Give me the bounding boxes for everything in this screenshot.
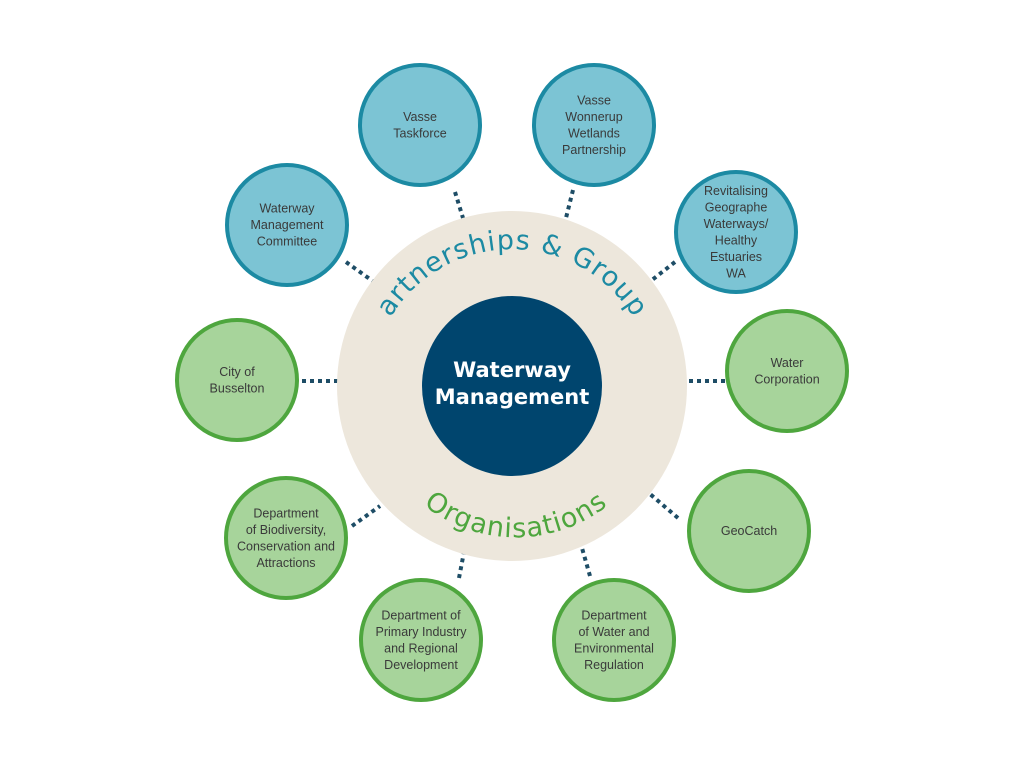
- connector-vasse-taskforce: [453, 191, 465, 219]
- node-label-line: Development: [384, 658, 458, 672]
- node-label-line: City of: [219, 365, 255, 379]
- node-label-line: Management: [251, 218, 324, 232]
- node-circle-department-primary-industry: [359, 578, 483, 702]
- node-group: WaterwayManagementCommitteeVasseTaskforc…: [175, 63, 849, 702]
- node-geocatch: GeoCatch: [687, 469, 811, 593]
- node-label-line: Department: [253, 506, 319, 520]
- node-circle-revitalising-geographe-waterways: [674, 170, 798, 294]
- node-circle-waterway-management-committee: [225, 163, 349, 287]
- node-label-line: Conservation and: [237, 539, 335, 553]
- node-label-line: Regulation: [584, 658, 644, 672]
- connector-department-water-environmental: [580, 547, 592, 577]
- center-circle: [422, 296, 602, 476]
- node-label-line: Water: [771, 356, 804, 370]
- node-label-line: Department: [581, 608, 647, 622]
- node-label-line: Wetlands: [568, 126, 620, 140]
- node-label-line: Geographe: [705, 200, 768, 214]
- node-department-biodiversity: Department of Biodiversity, Conservation a…: [224, 476, 348, 600]
- connector-waterway-management-committee: [344, 260, 376, 284]
- node-department-water-environmental: Department of Water andEnvironmentalRegul…: [552, 578, 676, 702]
- node-label-line: Wonnerup: [565, 110, 622, 124]
- node-label-line: Committee: [257, 235, 317, 249]
- node-label-line: Taskforce: [393, 126, 447, 140]
- node-circle-geocatch: [687, 469, 811, 593]
- node-label-line: Environmental: [574, 641, 654, 655]
- node-label-line: Busselton: [210, 381, 265, 395]
- node-label-line: of Biodiversity,: [246, 523, 326, 537]
- node-label-line: Waterways/: [704, 217, 769, 231]
- node-city-of-busselton: City of Busselton: [175, 318, 299, 442]
- node-label-line: Vasse: [577, 93, 611, 107]
- node-label-line: Healthy: [715, 233, 758, 247]
- connector-lines: [302, 189, 725, 579]
- node-label-line: of Water and: [578, 625, 649, 639]
- node-revitalising-geographe-waterways: RevitalisingGeographeWaterways/HealthyEs…: [674, 170, 798, 294]
- node-label-line: Waterway: [259, 202, 315, 216]
- node-label-line: Revitalising: [704, 184, 768, 198]
- node-circle-vasse-taskforce: [358, 63, 482, 187]
- node-circle-department-biodiversity: [224, 476, 348, 600]
- node-label-line: Estuaries: [710, 250, 762, 264]
- node-label-line: Attractions: [256, 556, 315, 570]
- node-circle-department-water-environmental: [552, 578, 676, 702]
- node-label-line: Department of: [381, 608, 461, 622]
- node-label-line: Vasse: [403, 110, 437, 124]
- node-department-primary-industry: Department of Primary Industry and Regiona…: [359, 578, 483, 702]
- connector-geocatch: [648, 492, 680, 520]
- node-label-line: WA: [726, 266, 746, 280]
- node-label-line: Corporation: [754, 372, 819, 386]
- node-label-line: and Regional: [384, 641, 458, 655]
- center-label-line1: Waterway: [453, 358, 571, 382]
- node-label-line: Partnership: [562, 143, 626, 157]
- connector-department-primary-industry: [457, 551, 466, 579]
- node-circle-water-corporation: [725, 309, 849, 433]
- connector-vasse-wonnerup-wetlands-partnership: [564, 189, 575, 219]
- node-label-line: Primary Industry: [376, 625, 468, 639]
- connector-revitalising-geographe-waterways: [650, 260, 677, 282]
- center-label-line2: Management: [435, 385, 590, 409]
- node-label-line: GeoCatch: [721, 524, 777, 538]
- node-circle-city-of-busselton: [175, 318, 299, 442]
- connector-department-biodiversity: [350, 504, 382, 528]
- node-circle-vasse-wonnerup-wetlands-partnership: [532, 63, 656, 187]
